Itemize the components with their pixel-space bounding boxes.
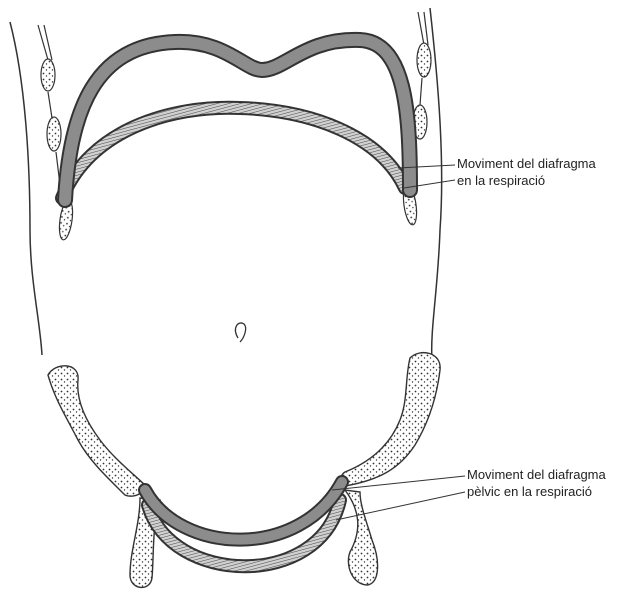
pelvis-left-bone bbox=[48, 366, 160, 588]
diaphragm-label-line1: Moviment del diafragma bbox=[457, 155, 596, 172]
pelvic-label-line1: Moviment del diafragma bbox=[467, 466, 606, 483]
diaphragm-hatched-band bbox=[62, 108, 405, 198]
pelvis-right-bone bbox=[341, 353, 440, 585]
torso-left-contour bbox=[10, 22, 42, 355]
pelvic-diaphragm-label: Moviment del diafragma pèlvic en la resp… bbox=[467, 466, 606, 500]
diaphragm-label-line2: en la respiració bbox=[457, 172, 596, 189]
leader-lines bbox=[332, 165, 465, 520]
navel bbox=[236, 323, 246, 342]
pelvic-label-line2: pèlvic en la respiració bbox=[467, 483, 606, 500]
diaphragm-label: Moviment del diafragma en la respiració bbox=[457, 155, 596, 189]
